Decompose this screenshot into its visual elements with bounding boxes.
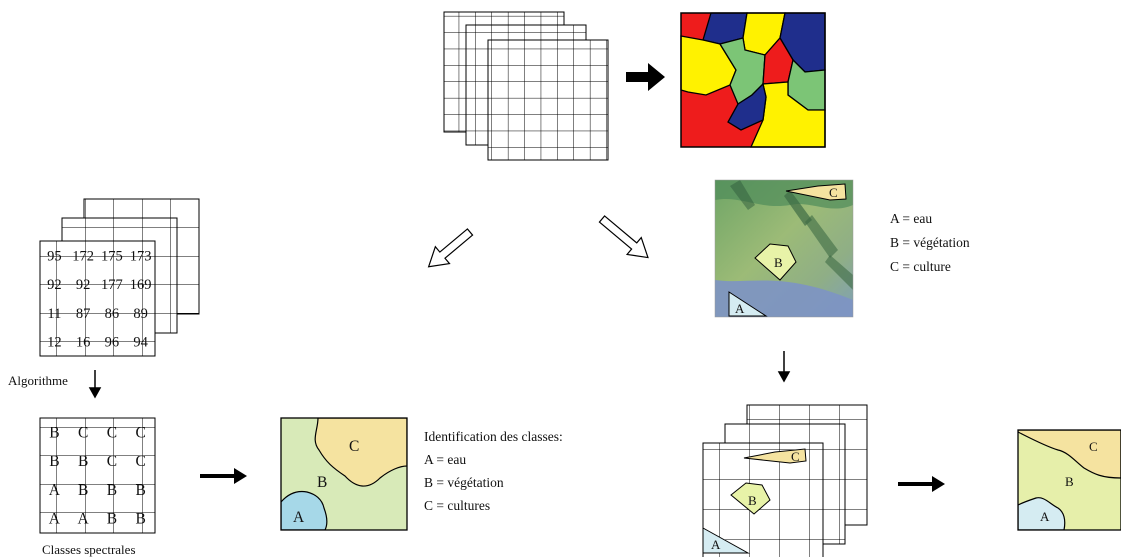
class-cell-r2-c3: B <box>135 482 145 499</box>
training-polygon-a <box>728 291 768 317</box>
identification-title: Identification des classes: <box>424 429 563 444</box>
training-polygon-c <box>785 183 847 201</box>
identification-item-a: A = eau <box>424 452 466 467</box>
spectral-cell-r3-c3: 94 <box>133 335 148 351</box>
spectral-cell-r2-c0: 11 <box>47 306 61 322</box>
class-cell-r2-c1: B <box>78 482 88 499</box>
class-cell-r1-c3: C <box>135 453 145 470</box>
class-cell-r1-c1: B <box>78 453 88 470</box>
supervised-class-map <box>1018 430 1121 530</box>
training-polygon-b <box>754 243 797 281</box>
right-bottom-arrow-icon <box>898 476 945 492</box>
spectral-cell-r1-c1: 92 <box>76 277 91 293</box>
sup-label-c: C <box>1089 439 1098 454</box>
hollow-arrow-left-icon <box>427 228 474 268</box>
spectral-value-stack: 95 172 175 173 92 92 177 169 11 87 86 89 12 16 96 94 <box>39 198 200 357</box>
class-cell-r3-c1: A <box>78 511 90 528</box>
class-cell-r1-c2: C <box>107 453 117 470</box>
training-area-photo: C B A <box>714 179 854 318</box>
training-legend: A = eau B = végétation C = culture <box>890 211 970 274</box>
training-legend-c: C = culture <box>890 259 951 274</box>
spectral-cell-r0-c0: 95 <box>47 248 62 264</box>
unsup-label-a: A <box>293 509 305 526</box>
photo-down-arrow-icon <box>777 351 791 383</box>
spectral-cell-r0-c1: 172 <box>72 248 94 264</box>
photo-label-b: B <box>774 255 783 270</box>
class-cell-r0-c0: B <box>49 424 59 441</box>
class-cell-r2-c2: B <box>107 482 117 499</box>
algorithm-label: Algorithme <box>8 373 68 388</box>
sup-label-a: A <box>1040 509 1050 524</box>
sup-label-b: B <box>1065 474 1074 489</box>
spectral-cell-r2-c2: 86 <box>105 306 120 322</box>
hollow-arrow-right-icon <box>598 215 649 259</box>
unsup-label-b: B <box>317 474 327 491</box>
stack-label-a: A <box>711 537 721 552</box>
spectral-cell-r3-c1: 16 <box>76 335 91 351</box>
class-cell-r3-c2: B <box>107 511 117 528</box>
spectral-cell-r0-c3: 173 <box>130 248 152 264</box>
photo-label-a: A <box>735 301 745 316</box>
supervised-image-stack: C B A <box>702 404 868 557</box>
photo-label-c: C <box>829 185 838 200</box>
class-cell-r1-c0: B <box>49 453 59 470</box>
class-region-a <box>281 490 328 530</box>
class-cell-r3-c0: A <box>49 511 61 528</box>
region-blue-bottom <box>727 82 767 131</box>
class-cell-r3-c3: B <box>135 511 145 528</box>
spectral-value-cells: 95 172 175 173 92 92 177 169 11 87 86 89 12 16 96 94 <box>47 248 151 350</box>
identification-item-c: C = cultures <box>424 498 490 513</box>
training-legend-b: B = végétation <box>890 235 970 250</box>
class-cell-r0-c1: C <box>78 424 88 441</box>
unsupervised-class-map <box>281 418 407 530</box>
training-legend-a: A = eau <box>890 211 932 226</box>
class-region-c <box>314 418 407 487</box>
stack-label-b: B <box>748 493 757 508</box>
class-cell-r0-c3: C <box>135 424 145 441</box>
class-cell-r0-c2: C <box>107 424 117 441</box>
segmented-map <box>680 12 826 148</box>
spectral-cell-r3-c2: 96 <box>105 335 120 351</box>
top-image-stack <box>443 11 609 161</box>
spectral-cell-r1-c3: 169 <box>130 277 152 293</box>
left-bottom-arrow-icon <box>200 468 247 484</box>
class-cell-r2-c0: A <box>49 482 61 499</box>
spectral-cell-r1-c2: 177 <box>101 277 123 293</box>
sup-region-a <box>1018 497 1066 530</box>
stack-label-c: C <box>791 449 800 464</box>
identification-legend: Identification des classes: A = eau B = … <box>424 429 563 513</box>
spectral-cell-r0-c2: 175 <box>101 248 123 264</box>
spectral-cell-r2-c3: 89 <box>133 306 148 322</box>
unsup-label-c: C <box>349 438 359 455</box>
spectral-cell-r2-c1: 87 <box>76 306 91 322</box>
spectral-cell-r3-c0: 12 <box>47 335 62 351</box>
algorithm-arrow-icon <box>88 370 102 399</box>
spectral-classes-caption: Classes spectrales <box>42 542 136 557</box>
identification-item-b: B = végétation <box>424 475 504 490</box>
spectral-cell-r1-c0: 92 <box>47 277 62 293</box>
sup-region-c <box>1018 430 1121 479</box>
top-arrow-icon <box>626 63 665 91</box>
stack-polygon-c <box>743 448 807 464</box>
stack-polygon-b <box>730 482 771 515</box>
stack-polygon-a <box>702 527 750 554</box>
